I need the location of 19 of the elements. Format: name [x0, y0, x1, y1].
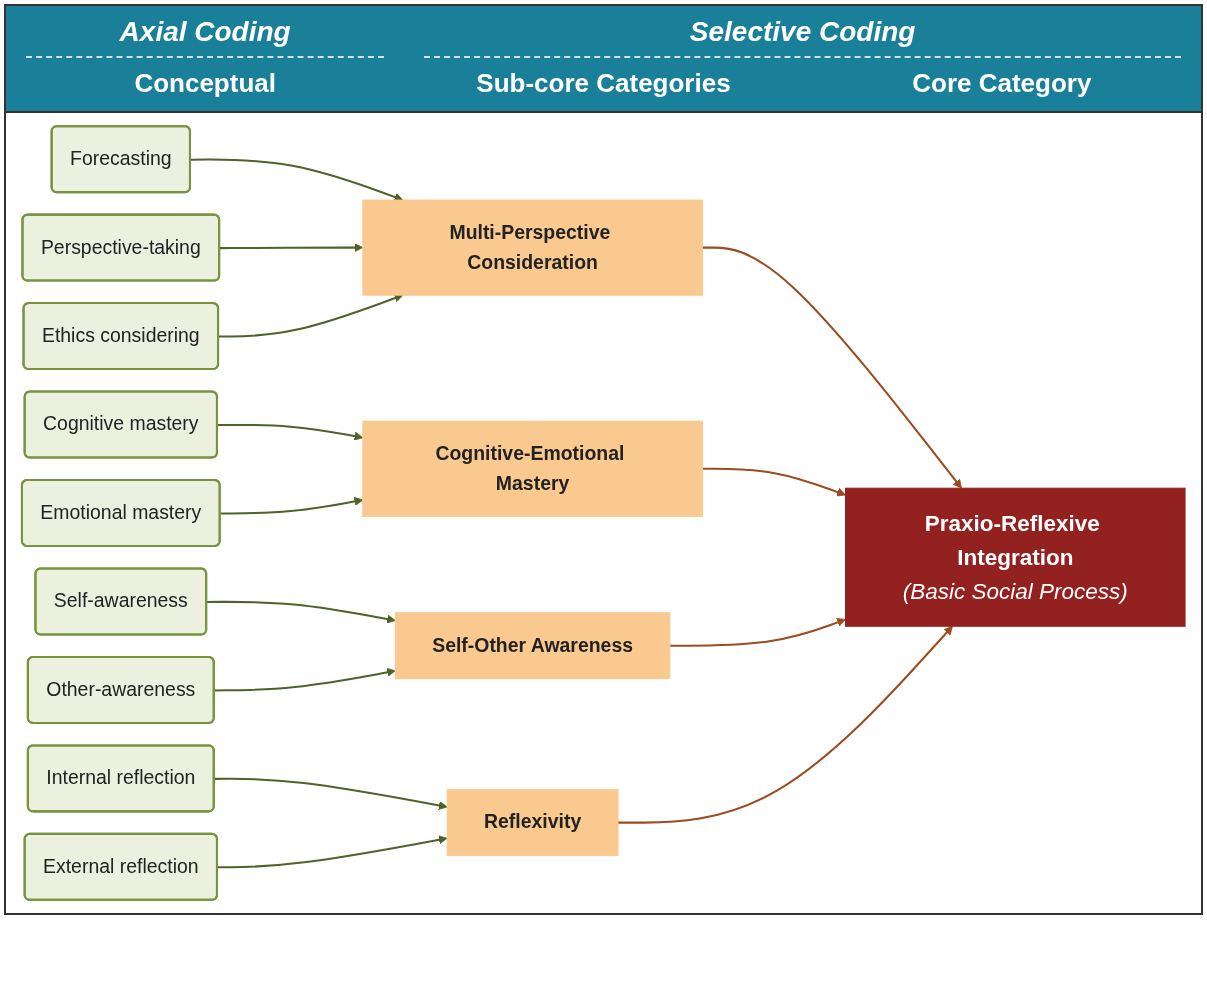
column-heading: Sub-core Categories	[475, 68, 732, 99]
node-box: Praxio-Reflexive Integration (Basic Social Process)	[845, 487, 1186, 627]
arrow	[214, 777, 448, 810]
node-box: Multi-Perspective Consideration	[362, 199, 703, 296]
column-heading: Conceptual	[133, 68, 277, 99]
column-heading: Core Category	[911, 68, 1093, 99]
node-box: Self-Other Awareness	[394, 612, 671, 680]
node-box: Cognitive-Emotional Mastery	[362, 420, 703, 517]
arrow	[214, 667, 396, 692]
arrow	[702, 467, 846, 497]
arrow	[206, 600, 396, 624]
arrow	[217, 835, 448, 869]
arrow	[190, 158, 404, 202]
arrow	[618, 625, 953, 824]
column-group-heading: Axial Coding	[26, 16, 385, 58]
arrow	[669, 618, 846, 647]
node-box: Reflexivity	[446, 789, 619, 857]
arrow	[702, 246, 962, 489]
column-group-heading: Selective Coding	[424, 16, 1181, 58]
